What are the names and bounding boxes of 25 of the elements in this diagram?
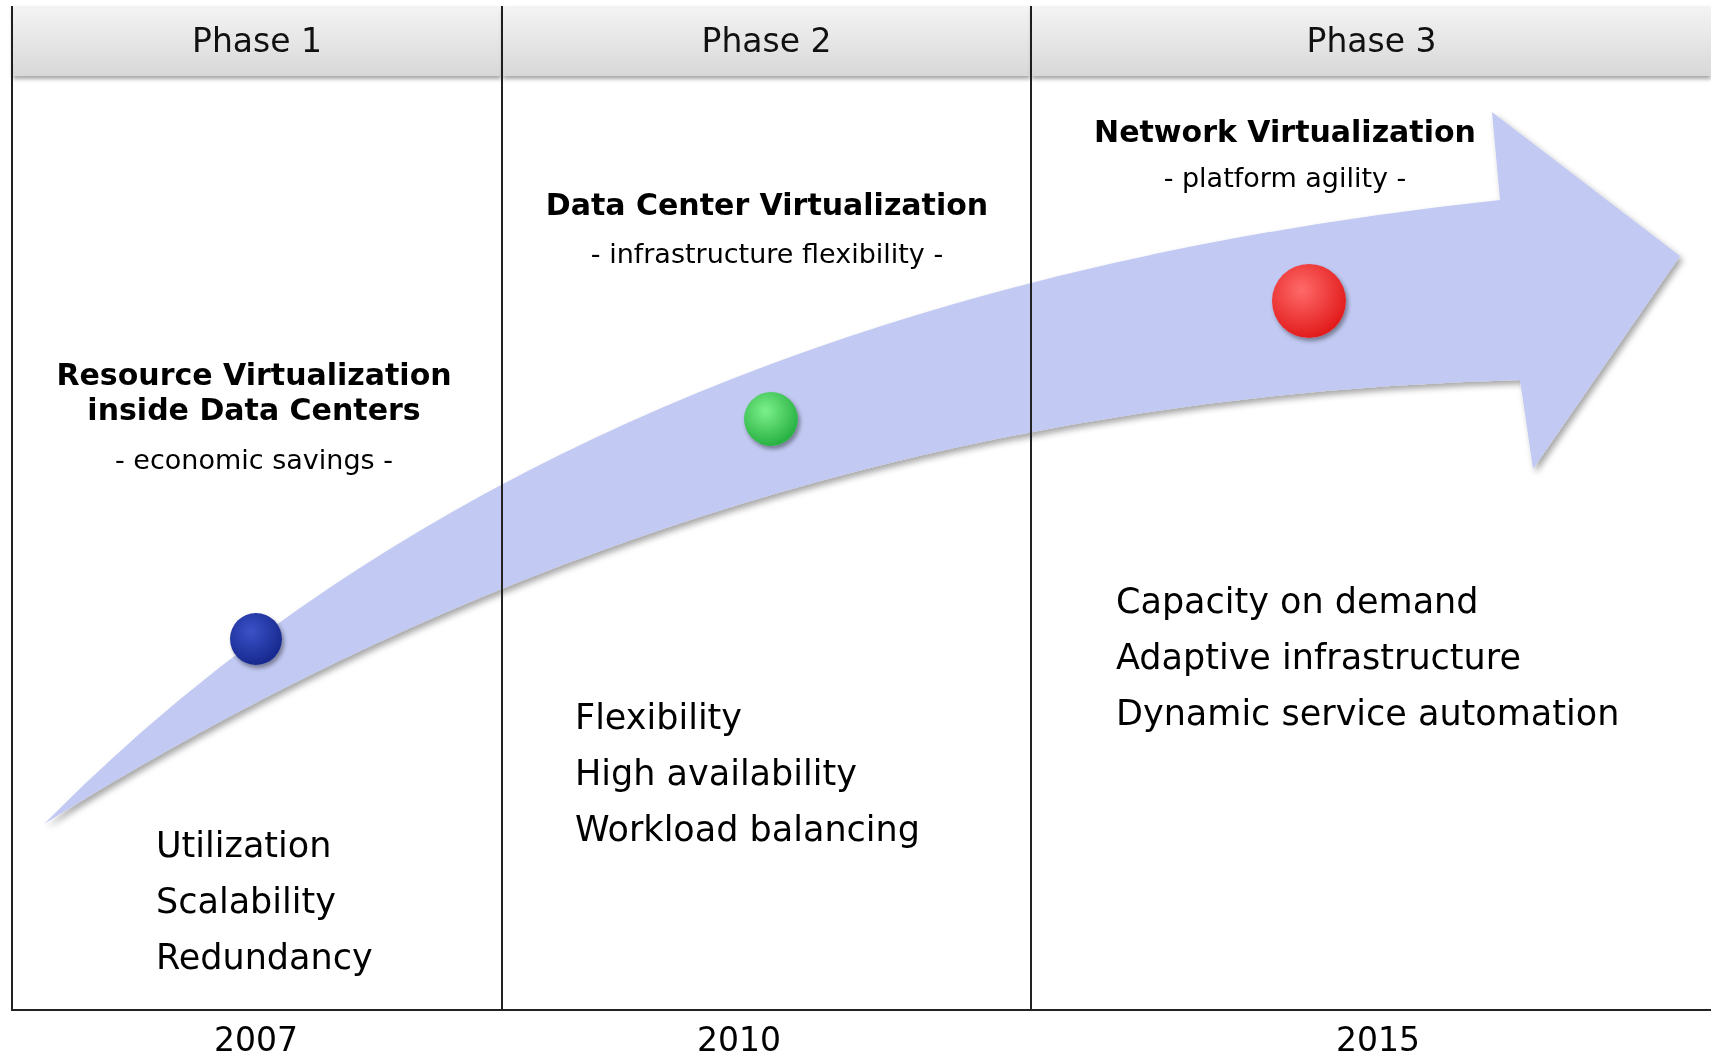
year-label: 2015	[1336, 1020, 1416, 1059]
feature-text: Workload balancing	[575, 809, 920, 849]
phase-column	[501, 6, 1030, 1011]
phase-header: Phase 3	[1032, 6, 1711, 76]
phase-column	[1030, 6, 1711, 1011]
phase-header: Phase 1	[13, 6, 501, 76]
feature-text: Dynamic service automation	[1116, 693, 1620, 733]
year-label: 2007	[214, 1020, 294, 1059]
phase-column	[11, 6, 501, 1011]
feature-text: High availability	[575, 753, 857, 793]
phase-title: Resource Virtualization inside Data Centers	[55, 357, 453, 427]
feature-text: Adaptive infrastructure	[1116, 637, 1521, 677]
phase-subtitle: - economic savings -	[114, 444, 394, 475]
feature-text: Redundancy	[156, 937, 373, 977]
milestone-dot	[230, 613, 282, 665]
phase-subtitle: - platform agility -	[1162, 162, 1408, 193]
year-label: 2010	[697, 1020, 777, 1059]
feature-text: Capacity on demand	[1116, 581, 1479, 621]
phase-subtitle: - infrastructure flexibility -	[589, 238, 945, 269]
feature-text: Flexibility	[575, 697, 743, 737]
phase-header: Phase 2	[503, 6, 1030, 76]
phase-title: Network Virtualization	[1093, 114, 1477, 149]
feature-text: Scalability	[156, 881, 336, 921]
feature-text: Utilization	[156, 825, 332, 865]
phase-title: Data Center Virtualization	[544, 187, 990, 222]
